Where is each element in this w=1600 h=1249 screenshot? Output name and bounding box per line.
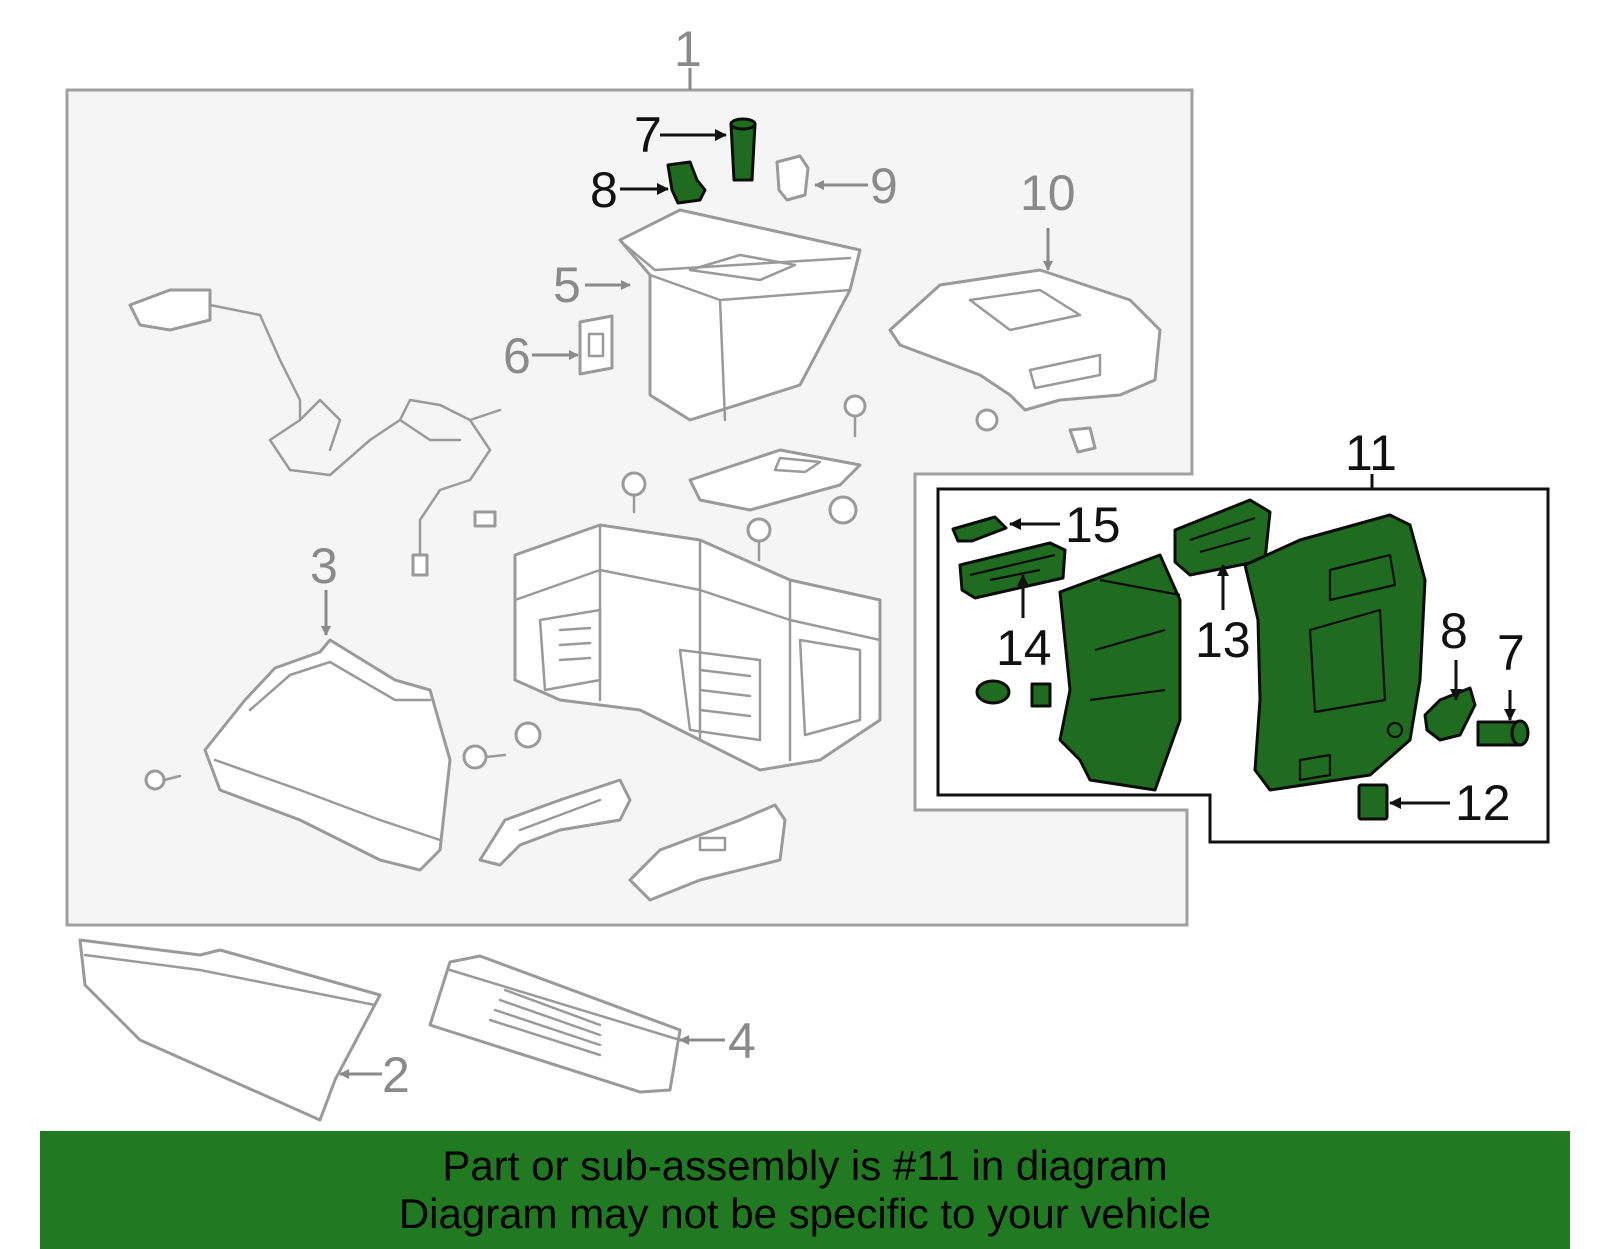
cup-insert-part-7	[729, 117, 757, 182]
callout-13: 13	[1195, 612, 1251, 668]
callout-9: 9	[870, 158, 898, 214]
front-panel-part-14-bracket	[1058, 553, 1182, 792]
callout-14: 14	[996, 620, 1052, 676]
callout-2: 2	[382, 1047, 410, 1103]
banner-line-1: Part or sub-assembly is #11 in diagram	[442, 1142, 1168, 1189]
callout-10: 10	[1020, 165, 1076, 221]
side-trim-part-4	[428, 954, 682, 1094]
console-base-bracket	[513, 523, 882, 772]
trim-panel-part-3	[203, 638, 452, 872]
fastener-green	[975, 679, 1052, 708]
callout-4: 4	[728, 1013, 756, 1069]
callout-7-right: 7	[1497, 625, 1525, 681]
control-module-part-14	[958, 541, 1067, 600]
switch-part-15	[951, 515, 1008, 543]
lower-bracket-left	[478, 778, 632, 867]
callout-3: 3	[310, 538, 338, 594]
callout-8-top: 8	[590, 162, 618, 218]
cover-plate	[688, 448, 862, 512]
storage-bin-part-5	[618, 208, 862, 422]
lower-bracket-right	[628, 803, 787, 902]
clip-part-8	[666, 160, 707, 205]
info-banner: Part or sub-assembly is #11 in diagram D…	[40, 1131, 1570, 1249]
callout-15: 15	[1065, 497, 1121, 553]
clip-part-8-right	[1423, 686, 1477, 742]
callout-12: 12	[1455, 775, 1511, 831]
callout-5: 5	[553, 257, 581, 313]
clip-part-9	[775, 154, 810, 202]
armrest-lid-part-10	[888, 268, 1162, 454]
switch-part-12	[1357, 783, 1389, 821]
rear-panel-part-11	[1243, 513, 1427, 792]
fasteners	[144, 394, 867, 791]
callout-11: 11	[1345, 425, 1397, 481]
banner-line-2: Diagram may not be specific to your vehi…	[398, 1190, 1212, 1237]
side-panel-part-2	[78, 938, 382, 1122]
callout-6: 6	[503, 328, 531, 384]
callout-8-right: 8	[1440, 603, 1468, 659]
cup-insert-part-7-right	[1476, 719, 1530, 747]
callout-7-top: 7	[634, 107, 662, 163]
callout-1: 1	[674, 21, 702, 77]
pad-part-6	[578, 314, 614, 376]
wiring-harness	[128, 288, 502, 577]
